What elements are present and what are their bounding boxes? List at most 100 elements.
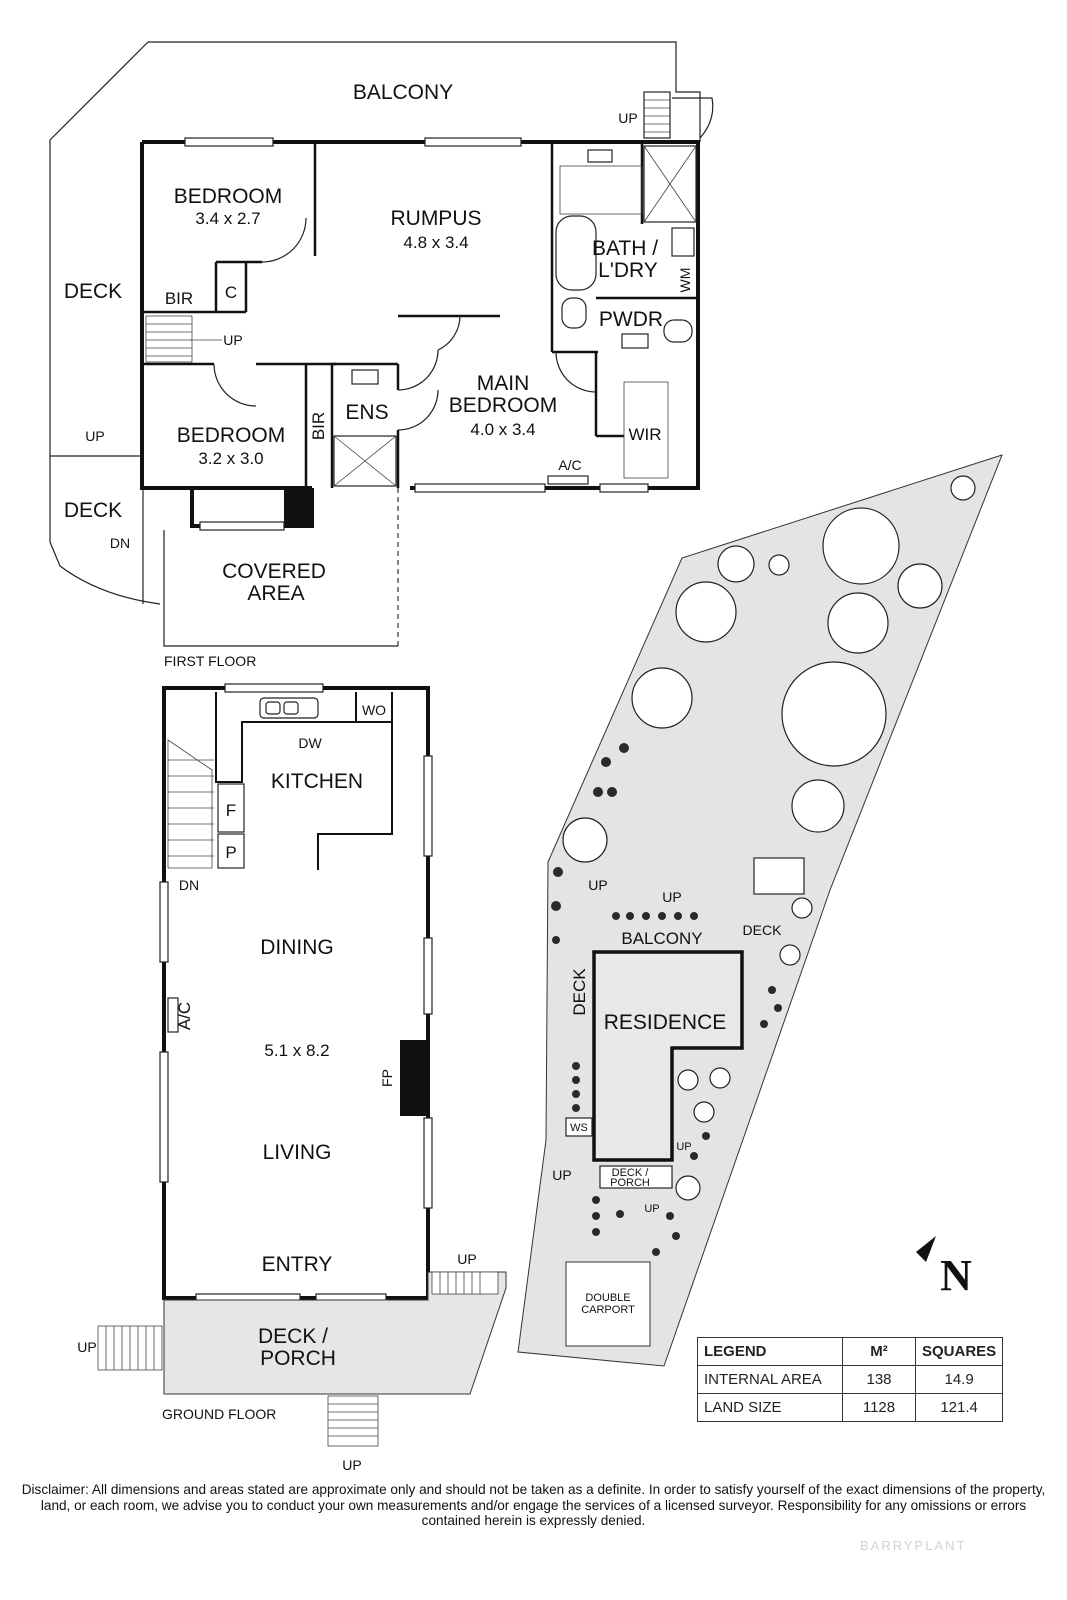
north-label: N <box>940 1251 972 1300</box>
first-floor-caption: FIRST FLOOR <box>164 653 256 669</box>
dining-label: DINING <box>260 936 334 959</box>
carport-outline <box>565 1261 651 1347</box>
bedroom2-name: BEDROOM <box>177 424 286 447</box>
first-floor-stairs <box>145 315 222 363</box>
entry-label: ENTRY <box>262 1253 333 1276</box>
ground-floor-plan <box>97 683 507 1447</box>
deck-steps <box>97 1271 499 1447</box>
chimney <box>284 488 310 526</box>
site-porch-line1: DECK / <box>612 1167 650 1179</box>
balcony-steps <box>643 91 714 139</box>
fridge-label: F <box>226 801 236 820</box>
bedroom2-size: 3.2 x 3.0 <box>198 449 263 468</box>
disclaimer-text: Disclaimer: All dimensions and areas sta… <box>21 1482 1046 1528</box>
first-floor-doors <box>213 217 597 431</box>
deck-porch-line1: DECK / <box>258 1325 328 1348</box>
site-up-label-1: UP <box>588 877 607 893</box>
site-up-label-3: UP <box>552 1167 571 1183</box>
first-floor-exterior-walls <box>140 140 700 490</box>
legend-row-label: INTERNAL AREA <box>697 1365 843 1394</box>
covered-area-line2: AREA <box>247 582 304 605</box>
living-label: LIVING <box>263 1141 332 1164</box>
site-porch-line2: PORCH <box>610 1177 650 1189</box>
ground-stairs-dn-label: DN <box>179 877 199 893</box>
bath-label-line1: BATH / <box>592 237 658 260</box>
main-bedroom-line1: MAIN <box>477 372 530 395</box>
north-arrow-pointer <box>916 1236 936 1262</box>
rumpus-size: 4.8 x 3.4 <box>403 233 468 252</box>
ground-floor-stairs <box>167 739 214 869</box>
bir1-label: BIR <box>165 289 193 308</box>
wir-label: WIR <box>628 425 661 444</box>
ground-floor-caption: GROUND FLOOR <box>162 1406 276 1422</box>
first-floor-interior-walls <box>142 142 698 488</box>
deck-upper-label: DECK <box>64 280 122 303</box>
site-plan <box>517 454 1003 1367</box>
deck-up-bottom-label: UP <box>342 1457 361 1473</box>
pwdr-label: PWDR <box>599 308 663 331</box>
wall-oven-label: WO <box>362 702 386 718</box>
site-up-label-2: UP <box>662 889 681 905</box>
kitchen-joinery <box>215 692 393 870</box>
legend-m2-header: M² <box>842 1337 916 1366</box>
main-bedroom-size: 4.0 x 3.4 <box>470 420 535 439</box>
legend-row-label: LAND SIZE <box>697 1393 843 1422</box>
balcony-deck-outline <box>49 41 701 605</box>
first-floor-ac-label: A/C <box>558 457 581 473</box>
fridge <box>217 783 245 833</box>
bir2-label: BIR <box>309 412 328 440</box>
kitchen-label: KITCHEN <box>271 770 363 793</box>
covered-area-line1: COVERED <box>222 560 326 583</box>
ensuite-label: ENS <box>345 401 388 424</box>
cupboard-label: C <box>225 283 237 302</box>
site-balcony-label: BALCONY <box>621 929 702 948</box>
legend-squares-header: SQUARES <box>914 1337 1004 1366</box>
legend-row-m2: 1128 <box>842 1393 916 1422</box>
site-deck-right-label: DECK <box>743 922 783 938</box>
stairs-up-label: UP <box>223 332 242 348</box>
site-up-label-5: UP <box>644 1203 659 1215</box>
residence-label: RESIDENCE <box>604 1011 727 1034</box>
deck-porch-line2: PORCH <box>260 1347 336 1370</box>
site-trees <box>562 475 976 1201</box>
legend-row-internal-area: INTERNAL AREA 138 14.9 <box>697 1365 1004 1394</box>
balcony-label: BALCONY <box>353 81 453 104</box>
deck-lower-label: DECK <box>64 499 122 522</box>
first-floor-windows <box>184 137 649 531</box>
legend-row-squares: 121.4 <box>914 1393 1004 1422</box>
watermark-logo: BARRYPLANT <box>860 1538 967 1553</box>
legend-row-m2: 138 <box>842 1365 916 1394</box>
ground-floor-windows <box>159 683 433 1303</box>
site-up-label-4: UP <box>676 1141 691 1153</box>
rumpus-name: RUMPUS <box>390 207 481 230</box>
residence-footprint <box>592 950 744 1162</box>
legend-row-squares: 14.9 <box>914 1365 1004 1394</box>
site-shrubs <box>551 743 782 1256</box>
bath-label-line2: L'DRY <box>598 259 658 282</box>
main-bedroom-line2: BEDROOM <box>449 394 558 417</box>
ws-label: WS <box>570 1122 588 1134</box>
ground-ac-label: A/C <box>175 1002 194 1030</box>
carport-line1: DOUBLE <box>585 1292 630 1304</box>
fireplace <box>400 1040 430 1116</box>
legend-row-land-size: LAND SIZE 1128 121.4 <box>697 1393 1004 1422</box>
deck-up-right-label: UP <box>457 1251 476 1267</box>
deck-up-left-label: UP <box>77 1339 96 1355</box>
area-legend-table: LEGEND M² SQUARES INTERNAL AREA 138 14.9… <box>697 1337 1004 1422</box>
deck-dn-label: DN <box>110 535 130 551</box>
site-outbuildings <box>565 857 805 1189</box>
dishwasher-label: DW <box>298 735 322 751</box>
fireplace-label: FP <box>379 1069 395 1087</box>
wm-label: WM <box>677 268 693 293</box>
living-size: 5.1 x 8.2 <box>264 1041 329 1060</box>
deck-porch-area <box>163 1271 507 1395</box>
carport-line2: CARPORT <box>581 1304 635 1316</box>
pantry <box>217 833 245 869</box>
bedroom1-name: BEDROOM <box>174 185 283 208</box>
legend-header: LEGEND <box>697 1337 843 1366</box>
bedroom1-size: 3.4 x 2.7 <box>195 209 260 228</box>
deck-up-label: UP <box>85 428 104 444</box>
pantry-label: P <box>225 843 236 862</box>
site-deck-left-label: DECK <box>570 968 589 1016</box>
